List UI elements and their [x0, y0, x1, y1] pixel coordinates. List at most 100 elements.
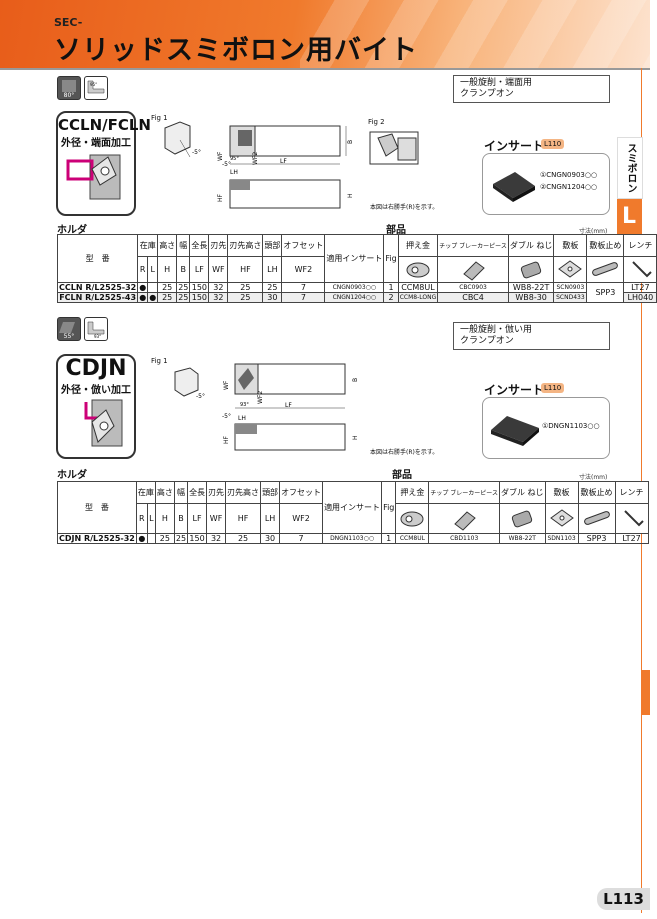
application-line: 一般旋削・倣い用 — [460, 325, 533, 335]
col-seat: 敷板 — [553, 234, 588, 257]
col-tip-height: 刃先高さ — [227, 234, 264, 257]
col-clamp: 押え金 — [395, 481, 430, 504]
insert-heading: インサート — [484, 139, 545, 153]
insert-code: ②CNGN1204○○ — [540, 183, 598, 191]
col-head: 頭部 — [260, 481, 281, 504]
col-wrench: レンチ — [614, 481, 649, 504]
svg-text:H: H — [347, 193, 354, 198]
holder-drawing: -5° WF B LF -5° 95° WF2 LH HF H — [164, 121, 354, 209]
parts-heading: 部品 — [386, 225, 406, 236]
svg-text:-5°: -5° — [222, 161, 231, 168]
svg-text:93°: 93° — [240, 402, 249, 408]
svg-text:WF: WF — [223, 380, 230, 390]
clamp-part-icon — [397, 256, 439, 283]
col-chip: チップ ブレーカーピース — [437, 234, 509, 257]
model-subtitle: 外径・倣い加工 — [61, 385, 131, 396]
spec-table: 型 番 在庫 高さ 幅 全長 刃先 刃先高さ 頭部 オフセット 適用インサート … — [57, 481, 649, 544]
svg-text:HF: HF — [217, 193, 224, 202]
model-title: CCLN/FCLN — [58, 116, 151, 134]
insert-heading: インサート — [484, 383, 545, 397]
svg-text:55°: 55° — [64, 333, 75, 340]
svg-text:H: H — [352, 435, 359, 440]
spec-table: 型 番 在庫 高さ 幅 全長 刃先 刃先高さ 頭部 オフセット 適用インサート … — [56, 234, 657, 303]
side-marker — [641, 670, 650, 715]
table-row: CCLN R/L2525-32 ● 25 25 150 32 25 25 7 C… — [56, 282, 657, 303]
col-offset: オフセット — [281, 234, 326, 257]
col-h: H — [157, 256, 178, 283]
approach-angle-icon: 93° — [84, 317, 108, 341]
col-length: 全長 — [187, 481, 208, 504]
col-wf: WF — [208, 256, 229, 283]
svg-text:95°: 95° — [230, 156, 239, 162]
svg-text:-5°: -5° — [192, 149, 201, 156]
seat-stop-icon — [586, 256, 625, 283]
svg-text:LF: LF — [285, 402, 292, 409]
unit-note: 寸法(mm) — [579, 228, 608, 235]
col-seat-stop: 敷板止め — [586, 234, 625, 257]
unit-note: 寸法(mm) — [579, 474, 608, 481]
svg-text:-5°: -5° — [222, 413, 231, 420]
col-screw: ダブル ねじ — [499, 481, 546, 504]
svg-text:80°: 80° — [64, 92, 75, 99]
col-wrench: レンチ — [623, 234, 657, 257]
col-seat-stop: 敷板止め — [577, 481, 616, 504]
fig2-drawing — [369, 131, 419, 165]
col-r: R — [135, 503, 148, 534]
col-r: R — [137, 256, 149, 283]
table-row: FCLN R/L2525-43 ● ● 25 25 150 32 25 30 7… — [56, 292, 657, 303]
grade-icon: 55° — [57, 317, 81, 341]
seat-icon — [544, 503, 579, 534]
insert-image — [491, 416, 539, 446]
holder-heading: ホルダ — [57, 225, 87, 236]
fig1-label: Fig 1 — [151, 357, 168, 365]
page-title: ソリッドスミボロン用バイト — [54, 35, 418, 66]
application-box: 一般旋削・端面用 クランプオン — [453, 75, 610, 103]
chip-breaker-icon — [437, 256, 509, 283]
col-lf: LF — [187, 503, 208, 534]
insert-image — [493, 172, 535, 202]
col-clamp: 押え金 — [397, 234, 439, 257]
wrench-icon — [614, 503, 649, 534]
svg-text:HF: HF — [223, 435, 230, 444]
col-width: 幅 — [176, 234, 191, 257]
header-rule — [0, 68, 650, 70]
holder-drawing: -5° WF B LF -5° 93° WF2 LH HF H — [174, 363, 359, 451]
svg-text:B: B — [352, 378, 359, 382]
header-subtitle: SEC- — [54, 16, 83, 29]
model-card: CDJN 外径・倣い加工 — [56, 354, 136, 459]
col-wf2: WF2 — [281, 256, 326, 283]
col-lf: LF — [189, 256, 210, 283]
col-fig: Fig — [383, 234, 399, 283]
grade-icon: 80° — [57, 76, 81, 100]
col-width: 幅 — [173, 481, 189, 504]
col-screw: ダブル ねじ — [507, 234, 555, 257]
insert-code: ①DNGN1103○○ — [542, 422, 600, 430]
insert-ref-badge: L110 — [541, 383, 565, 393]
fig2-label: Fig 2 — [368, 118, 385, 126]
col-tip: 刃先 — [206, 481, 227, 504]
application-line: 一般旋削・端面用 — [460, 78, 533, 88]
col-tip-height: 刃先高さ — [225, 481, 262, 504]
col-seat: 敷板 — [544, 481, 579, 504]
page-header — [0, 0, 650, 68]
col-wf2: WF2 — [279, 503, 324, 534]
col-tip: 刃先 — [208, 234, 229, 257]
col-model: 型 番 — [57, 481, 137, 534]
col-stock: 在庫 — [135, 481, 156, 504]
insert-code: ①CNGN0903○○ — [540, 171, 598, 179]
table-row: CDJN R/L2525-32 ● 25 25 150 32 25 30 7 D… — [57, 533, 649, 544]
holder-heading: ホルダ — [57, 470, 87, 481]
col-length: 全長 — [189, 234, 210, 257]
insert-card: ①DNGN1103○○ — [482, 397, 610, 459]
clamp-part-icon — [395, 503, 430, 534]
col-hf: HF — [225, 503, 262, 534]
svg-text:B: B — [347, 140, 354, 144]
col-fig: Fig — [381, 481, 397, 534]
side-tab-label: スミボロン — [617, 137, 643, 199]
insert-ref-badge: L110 — [541, 139, 565, 149]
chip-breaker-icon — [428, 503, 500, 534]
col-l: L — [146, 503, 156, 534]
wrench-icon — [623, 256, 657, 283]
col-b: B — [176, 256, 191, 283]
application-line: クランプオン — [460, 336, 514, 346]
